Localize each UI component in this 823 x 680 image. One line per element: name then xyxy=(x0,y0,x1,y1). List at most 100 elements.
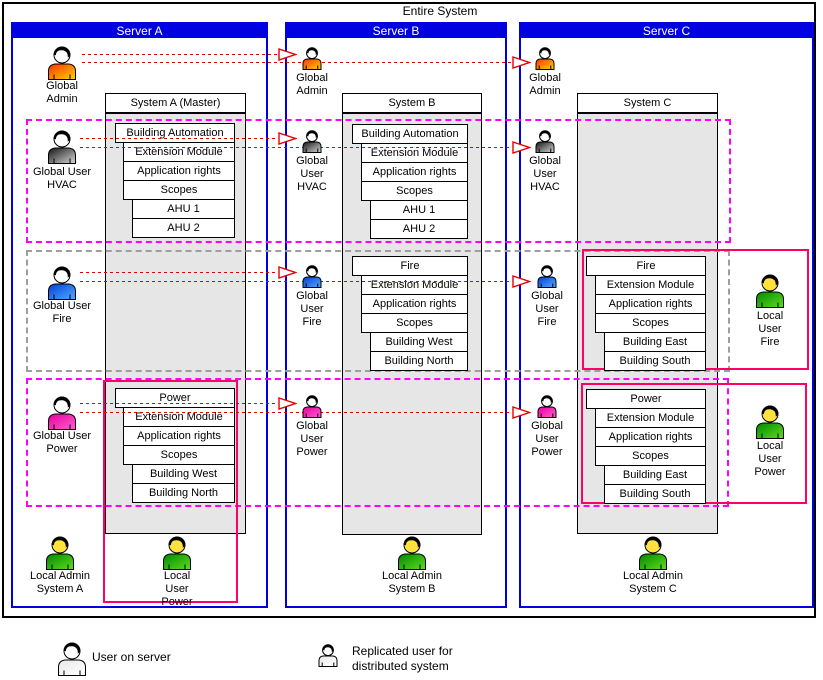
item-ahu-1: AHU 1 xyxy=(132,199,235,219)
user-label: Global User Power xyxy=(32,430,92,455)
item-application-rights: Application rights xyxy=(123,161,235,181)
user-label: Global User Power xyxy=(296,420,328,458)
arrowhead-icon xyxy=(278,266,298,284)
local-admin-icon xyxy=(40,534,80,575)
item-building-south: Building South xyxy=(604,351,706,371)
arrowhead-icon xyxy=(278,397,298,415)
arrowhead-icon xyxy=(512,406,532,424)
user-label: Global Admin xyxy=(296,72,328,97)
item-application-rights: Application rights xyxy=(361,294,468,314)
item-scopes: Scopes xyxy=(595,313,706,333)
global-user-power-replicated-icon xyxy=(300,394,324,423)
legend-replicated-user-icon xyxy=(316,643,340,672)
arrowhead-icon xyxy=(512,56,532,74)
item-ahu-2: AHU 2 xyxy=(132,218,235,238)
system-b-title: System B xyxy=(342,93,482,113)
local-user-power-icon xyxy=(157,534,197,575)
user-label: Local Admin System A xyxy=(30,570,90,595)
global-admin-replicated-icon xyxy=(533,46,557,75)
legend-replicated-user-label: Replicated user for distributed system xyxy=(352,644,453,673)
replication-arrow-line xyxy=(80,403,277,404)
item-power: Power xyxy=(115,388,235,408)
global-user-hvac-icon xyxy=(42,128,82,169)
replication-arrow-line xyxy=(80,412,512,413)
system-a-title: System A (Master) xyxy=(105,93,246,113)
global-user-power-icon xyxy=(42,394,82,435)
item-building-west: Building West xyxy=(132,464,235,484)
hvac-row-region xyxy=(26,119,731,243)
global-user-hvac-replicated-icon xyxy=(300,129,324,158)
item-building-south: Building South xyxy=(604,484,706,504)
local-user-fire-icon xyxy=(750,272,790,313)
user-label: Global Admin xyxy=(46,80,78,105)
user-label: Local User Fire xyxy=(756,310,784,348)
user-label: Global User Fire xyxy=(32,300,92,325)
item-extension-module: Extension Module xyxy=(361,275,468,295)
entire-system-frame xyxy=(2,2,816,618)
item-building-automation: Building Automation xyxy=(352,124,468,144)
item-application-rights: Application rights xyxy=(123,426,235,446)
item-extension-module: Extension Module xyxy=(123,407,235,427)
power-highlight-server-a xyxy=(103,380,238,603)
user-label: Global User Power xyxy=(531,420,563,458)
global-user-fire-replicated-icon xyxy=(300,264,324,293)
item-building-north: Building North xyxy=(370,351,468,371)
item-ahu-1: AHU 1 xyxy=(370,200,468,220)
item-extension-module: Extension Module xyxy=(595,275,706,295)
replication-arrow-line xyxy=(82,54,277,55)
arrowhead-icon xyxy=(512,275,532,293)
local-user-power-icon xyxy=(750,403,790,444)
page-title: Entire System xyxy=(402,4,478,18)
local-admin-icon xyxy=(392,534,432,575)
user-label: Local Admin System C xyxy=(623,570,683,595)
item-fire: Fire xyxy=(586,256,706,276)
item-power: Power xyxy=(586,389,706,409)
user-label: Global User HVAC xyxy=(529,155,561,193)
global-user-fire-replicated-icon xyxy=(535,264,559,293)
arrowhead-icon xyxy=(512,141,532,159)
item-extension-module: Extension Module xyxy=(361,143,468,163)
server-b-header: Server B xyxy=(287,24,505,38)
fire-row-region xyxy=(26,250,730,372)
global-user-power-replicated-icon xyxy=(535,394,559,423)
item-building-west: Building West xyxy=(370,332,468,352)
user-label: Global User HVAC xyxy=(296,155,328,193)
power-row-region xyxy=(26,378,729,507)
replication-arrow-line xyxy=(80,147,512,148)
global-user-fire-icon xyxy=(42,264,82,305)
legend-user-icon xyxy=(52,640,92,680)
item-building-automation: Building Automation xyxy=(115,123,235,143)
legend-user-label: User on server xyxy=(92,650,171,664)
user-label: Global Admin xyxy=(529,72,561,97)
replication-arrow-line xyxy=(80,138,277,139)
arrowhead-icon xyxy=(278,132,298,150)
item-extension-module: Extension Module xyxy=(123,142,235,162)
user-label: Local Admin System B xyxy=(382,570,442,595)
arrowhead-icon xyxy=(278,48,298,66)
global-admin-icon xyxy=(42,44,82,85)
item-scopes: Scopes xyxy=(361,181,468,201)
item-scopes: Scopes xyxy=(595,446,706,466)
user-label: Global User HVAC xyxy=(32,166,92,191)
global-user-hvac-replicated-icon xyxy=(533,129,557,158)
replication-arrow-line xyxy=(82,62,512,63)
item-building-east: Building East xyxy=(604,332,706,352)
replication-arrow-line xyxy=(80,272,277,273)
global-admin-replicated-icon xyxy=(300,46,324,75)
user-label: Local User Power xyxy=(161,570,193,608)
item-scopes: Scopes xyxy=(123,180,235,200)
item-scopes: Scopes xyxy=(361,313,468,333)
item-fire: Fire xyxy=(352,256,468,276)
system-c-title: System C xyxy=(577,93,718,113)
user-label: Global User Fire xyxy=(296,290,328,328)
server-a-header: Server A xyxy=(13,24,266,38)
replication-arrow-line xyxy=(80,281,512,282)
item-ahu-2: AHU 2 xyxy=(370,219,468,239)
item-scopes: Scopes xyxy=(123,445,235,465)
item-application-rights: Application rights xyxy=(361,162,468,182)
item-extension-module: Extension Module xyxy=(595,408,706,428)
item-application-rights: Application rights xyxy=(595,294,706,314)
user-label: Global User Fire xyxy=(531,290,563,328)
item-application-rights: Application rights xyxy=(595,427,706,447)
